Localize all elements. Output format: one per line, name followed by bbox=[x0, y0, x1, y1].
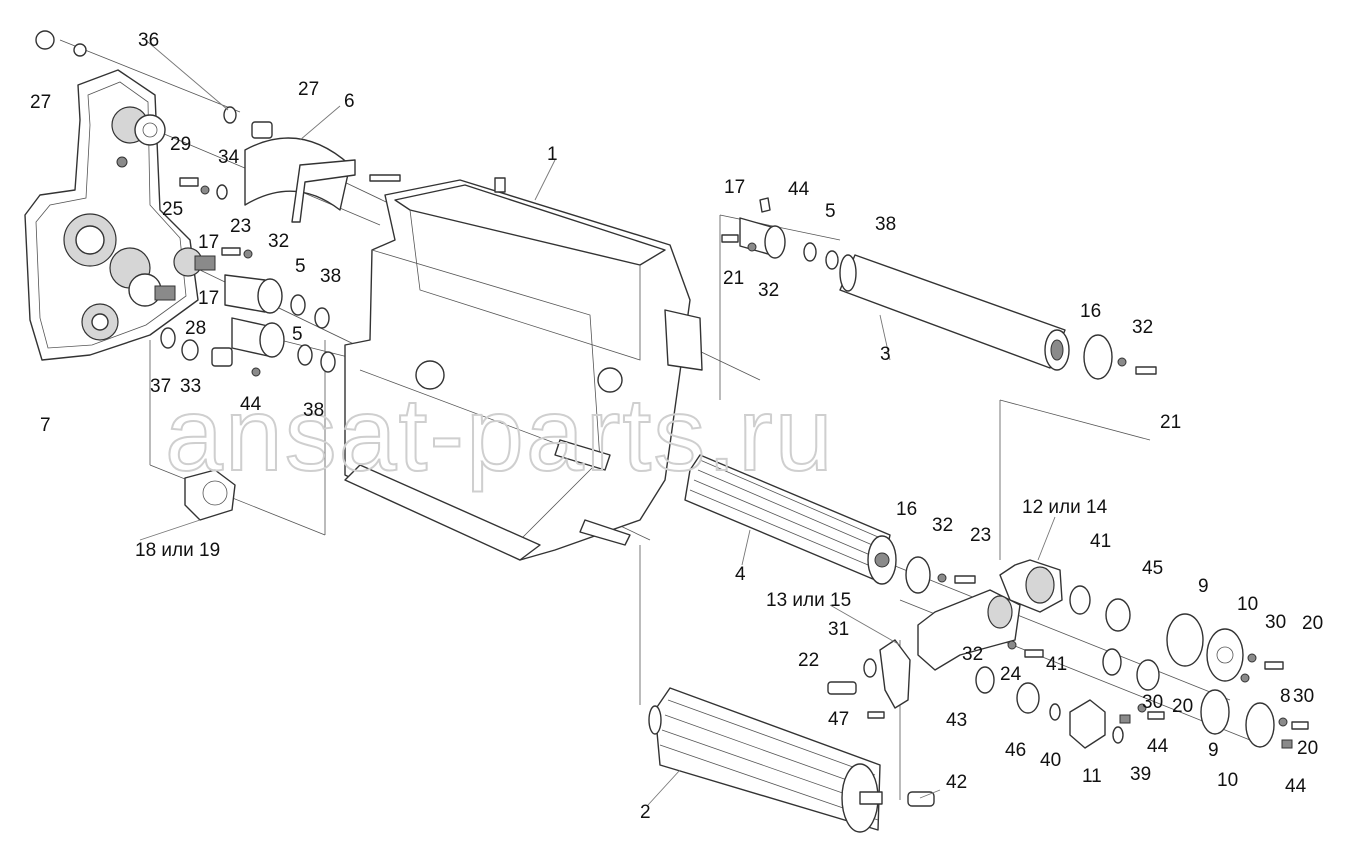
callout-label: 11 bbox=[1082, 766, 1102, 787]
callout-label: 20 bbox=[1297, 738, 1318, 759]
callout-label: 20 bbox=[1302, 613, 1323, 634]
callout-label: 44 bbox=[1147, 736, 1169, 757]
callout-label: 32 bbox=[932, 515, 953, 536]
callout-label: 18 или 19 bbox=[135, 540, 220, 561]
callout-label: 39 bbox=[1130, 764, 1151, 785]
callout-label: 7 bbox=[40, 415, 51, 436]
callout-label: 1 bbox=[547, 144, 558, 165]
upper-roller-assembly bbox=[721, 197, 1157, 380]
callout-label: 29 bbox=[170, 134, 191, 155]
watermark-text: ansat-parts.ru bbox=[165, 377, 835, 493]
callout-label: 27 bbox=[30, 92, 51, 113]
callout-label: 30 bbox=[1142, 692, 1163, 713]
callout-label: 30 bbox=[1265, 612, 1286, 633]
callout-label: 40 bbox=[1040, 750, 1061, 771]
callout-label: 21 bbox=[723, 268, 744, 289]
callout-label: 38 bbox=[875, 214, 896, 235]
callout-label: 38 bbox=[303, 400, 324, 421]
callout-label: 13 или 15 bbox=[766, 590, 851, 611]
callout-label: 43 bbox=[946, 710, 967, 731]
callout-label: 42 bbox=[946, 772, 967, 793]
callout-label: 28 bbox=[185, 318, 206, 339]
callout-label: 22 bbox=[798, 650, 819, 671]
callout-label: 32 bbox=[268, 231, 289, 252]
callout-label: 44 bbox=[240, 394, 262, 415]
callout-label: 17 bbox=[724, 177, 745, 198]
callout-leaders bbox=[139, 41, 1056, 806]
callout-label: 44 bbox=[1285, 776, 1307, 797]
callout-label: 31 bbox=[828, 619, 849, 640]
callout-label: 3 bbox=[880, 344, 891, 365]
callout-label: 30 bbox=[1293, 686, 1314, 707]
spiked-roller bbox=[648, 687, 935, 833]
callout-label: 32 bbox=[758, 280, 779, 301]
callout-label: 16 bbox=[1080, 301, 1101, 322]
fluted-roller-assembly bbox=[684, 454, 976, 594]
callout-label: 36 bbox=[138, 30, 159, 51]
callout-label: 27 bbox=[298, 79, 319, 100]
callout-label: 24 bbox=[1000, 664, 1022, 685]
callout-label: 10 bbox=[1217, 770, 1238, 791]
callout-label: 41 bbox=[1046, 654, 1067, 675]
callout-label: 4 bbox=[735, 564, 746, 585]
callout-label: 34 bbox=[218, 147, 240, 168]
left-side-parts bbox=[160, 106, 356, 521]
callout-label: 17 bbox=[198, 288, 219, 309]
callout-labels: 36 27 27 6 29 34 25 23 17 32 5 38 17 5 2… bbox=[30, 30, 1323, 823]
callout-label: 32 bbox=[962, 644, 983, 665]
callout-label: 16 bbox=[896, 499, 917, 520]
callout-label: 20 bbox=[1172, 696, 1193, 717]
right-side-parts bbox=[827, 559, 1309, 749]
gearbox-housing bbox=[24, 30, 216, 361]
callout-label: 32 bbox=[1132, 317, 1153, 338]
callout-label: 8 bbox=[1280, 686, 1291, 707]
callout-label: 5 bbox=[292, 324, 303, 345]
callout-label: 25 bbox=[162, 199, 183, 220]
callout-label: 38 bbox=[320, 266, 341, 287]
callout-label: 17 bbox=[198, 232, 219, 253]
callout-label: 23 bbox=[230, 216, 251, 237]
callout-label: 46 bbox=[1005, 740, 1026, 761]
callout-label: 2 bbox=[640, 802, 651, 823]
callout-label: 33 bbox=[180, 376, 201, 397]
callout-label: 47 bbox=[828, 709, 849, 730]
callout-label: 44 bbox=[788, 179, 810, 200]
callout-label: 9 bbox=[1198, 576, 1209, 597]
callout-label: 5 bbox=[825, 201, 836, 222]
callout-label: 41 bbox=[1090, 531, 1111, 552]
callout-label: 45 bbox=[1142, 558, 1163, 579]
callout-label: 12 или 14 bbox=[1022, 497, 1108, 518]
callout-label: 5 bbox=[295, 256, 306, 277]
main-frame bbox=[344, 174, 703, 561]
callout-label: 23 bbox=[970, 525, 991, 546]
callout-label: 37 bbox=[150, 376, 171, 397]
callout-label: 10 bbox=[1237, 594, 1258, 615]
callout-label: 6 bbox=[344, 91, 355, 112]
callout-label: 9 bbox=[1208, 740, 1219, 761]
callout-label: 21 bbox=[1160, 412, 1181, 433]
